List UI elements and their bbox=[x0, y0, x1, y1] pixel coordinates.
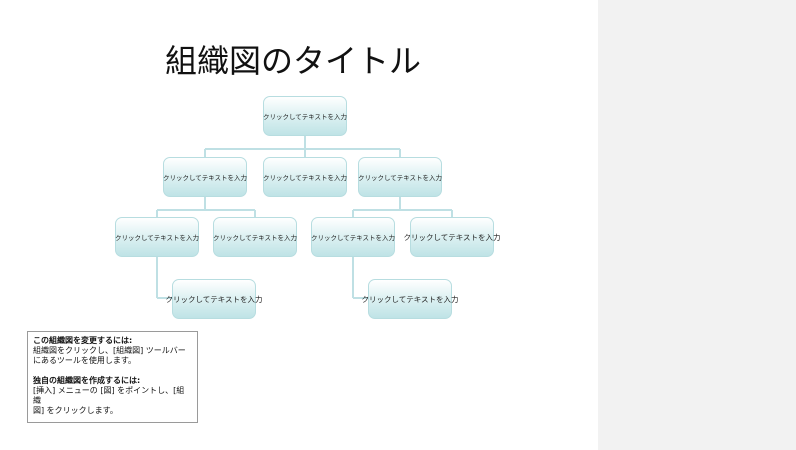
connector-lines bbox=[156, 136, 453, 299]
org-node-l3-3[interactable]: クリックしてテキストを入力 bbox=[311, 217, 395, 257]
slide: 組織図のタイトル クリックしてテキストを入力 クリックしてテキストを入力 クリッ… bbox=[0, 0, 598, 450]
help-heading-create: 独自の組織図を作成するには: bbox=[33, 376, 141, 385]
spacer bbox=[33, 366, 192, 376]
org-node-l2-center[interactable]: クリックしてテキストを入力 bbox=[263, 157, 347, 197]
help-text-line: [挿入] メニューの [図] をポイントし、[組織 bbox=[33, 386, 185, 405]
help-text-line: 図] をクリックします。 bbox=[33, 406, 118, 415]
help-text-line: 組織図をクリックし、[組織図] ツールバー bbox=[33, 346, 186, 355]
org-node-top[interactable]: クリックしてテキストを入力 bbox=[263, 96, 347, 136]
org-node-l3-2[interactable]: クリックしてテキストを入力 bbox=[213, 217, 297, 257]
org-node-l2-left[interactable]: クリックしてテキストを入力 bbox=[163, 157, 247, 197]
org-node-assistant-left[interactable]: クリックしてテキストを入力 bbox=[165, 279, 263, 319]
org-node-l2-right[interactable]: クリックしてテキストを入力 bbox=[358, 157, 442, 197]
org-node-l3-4[interactable]: クリックしてテキストを入力 bbox=[403, 217, 501, 257]
org-node-assistant-right[interactable]: クリックしてテキストを入力 bbox=[361, 279, 459, 319]
help-note: この組織図を変更するには: 組織図をクリックし、[組織図] ツールバー にあるツ… bbox=[27, 331, 198, 423]
help-text-line: にあるツールを使用します。 bbox=[33, 356, 137, 365]
org-node-l3-1[interactable]: クリックしてテキストを入力 bbox=[115, 217, 199, 257]
chart-title[interactable]: 組織図のタイトル bbox=[165, 42, 422, 80]
help-heading-edit: この組織図を変更するには: bbox=[33, 336, 133, 345]
